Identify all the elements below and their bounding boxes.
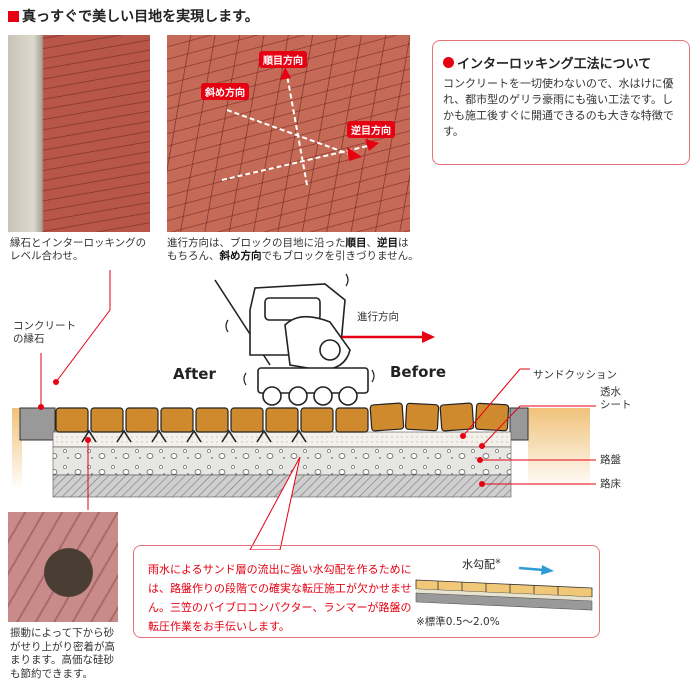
red-dot-icon xyxy=(443,57,454,68)
info-body: コンクリートを一切使わないので、水はけに優れ、都市型のゲリラ豪雨にも強い工法です… xyxy=(443,77,674,138)
paving-block xyxy=(369,402,405,432)
paving-block xyxy=(230,407,264,433)
paving-block xyxy=(300,407,334,433)
curb-level-photo xyxy=(8,35,150,232)
paving-blocks xyxy=(55,402,510,443)
concrete-curb-label: コンクリートの縁石 xyxy=(13,320,76,345)
direction-label: 進行方向 xyxy=(357,311,399,323)
permeable-sheet-label: 透水シート xyxy=(600,386,632,411)
section-title: 真っすぐで美しい目地を実現します。 xyxy=(8,6,259,26)
red-square-icon xyxy=(8,10,19,22)
photo1-caption: 縁石とインターロッキングのレベル合わせ。 xyxy=(10,237,147,262)
photo2-caption: 進行方向は、ブロックの目地に沿った順目、逆目は もちろん、斜め方向でもブロックを… xyxy=(167,237,419,262)
label-reverse-direction: 逆目方向 xyxy=(347,121,395,138)
sand-cushion-label: サンドクッション xyxy=(533,369,617,381)
sand-rise-mark xyxy=(186,429,202,443)
paving-block xyxy=(195,407,229,433)
paving-block xyxy=(265,407,299,433)
paving-block xyxy=(404,402,440,432)
paving-direction-photo: 順目方向 斜め方向 逆目方向 xyxy=(167,35,410,232)
sand-rise-mark xyxy=(221,429,237,443)
subgrade-label: 路床 xyxy=(600,478,621,490)
paving-block xyxy=(55,407,89,433)
cross-section-diagram xyxy=(12,270,596,550)
direction-arrow-icon xyxy=(422,331,435,343)
before-label: Before xyxy=(390,363,447,381)
sand-rise-mark xyxy=(291,429,307,443)
slope-label: 水勾配※ xyxy=(462,557,501,571)
paving-block xyxy=(439,402,475,432)
paving-block xyxy=(474,402,510,432)
sand-rise-mark xyxy=(256,429,272,443)
sand-rise-photo xyxy=(8,512,118,622)
slope-diagram xyxy=(415,565,593,611)
label-forward-direction: 順目方向 xyxy=(259,51,307,68)
slope-note: ※標準0.5～2.0% xyxy=(416,616,500,628)
paving-block xyxy=(160,407,194,433)
sand-rise-mark xyxy=(81,429,97,443)
base-course-label: 路盤 xyxy=(600,454,621,466)
label-diagonal-direction: 斜め方向 xyxy=(201,83,249,100)
compaction-callout: 雨水によるサンド層の流出に強い水勾配を作るためには、路盤作りの段階での確実な転圧… xyxy=(133,545,600,638)
direction-arrows xyxy=(221,67,379,186)
paving-block xyxy=(335,407,369,433)
sand-rise-mark xyxy=(116,429,132,443)
sand-rise-mark xyxy=(151,429,167,443)
interlocking-info-box: インターロッキング工法について コンクリートを一切使わないので、水はけに優れ、都… xyxy=(432,40,690,165)
plate-compactor-icon xyxy=(214,279,369,406)
paving-block xyxy=(125,407,159,433)
photo3-caption: 振動によって下から砂がせり上がり密着が高まります。高価な硅砂も節約できます。 xyxy=(10,627,115,680)
after-label: After xyxy=(173,365,216,383)
paving-block xyxy=(90,407,124,433)
